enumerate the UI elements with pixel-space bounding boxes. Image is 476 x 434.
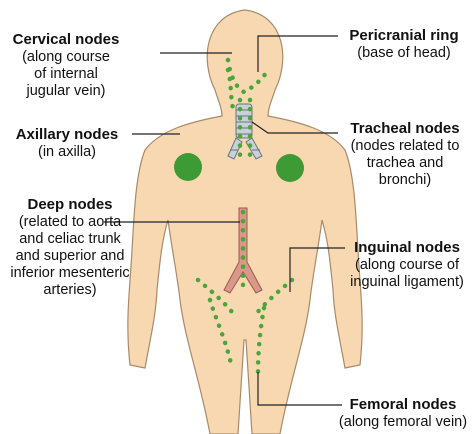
label-deep-nodes: Deep nodes (related to aorta and celiac … — [2, 196, 138, 299]
tracheal-desc-2: trachea and — [366, 155, 444, 171]
deep-title: Deep nodes — [27, 196, 113, 213]
pericranial-desc-1: (base of head) — [357, 45, 451, 61]
label-inguinal-nodes: Inguinal nodes (along course of inguinal… — [340, 239, 474, 291]
inguinal-desc-1: (along course of — [355, 257, 459, 273]
axillary-title: Axillary nodes — [15, 126, 119, 143]
label-cervical-nodes: Cervical nodes (along course of internal… — [4, 31, 128, 100]
tracheal-desc-1: (nodes related to — [350, 138, 460, 154]
leader-inguinal — [289, 247, 345, 292]
deep-desc-4: inferior mesenteric — [10, 265, 130, 281]
leader-femoral — [257, 372, 342, 406]
tracheal-chain — [237, 97, 253, 163]
label-pericranial-ring: Pericranial ring (base of head) — [340, 27, 468, 62]
inguinal-desc-2: inguinal ligament) — [350, 274, 464, 290]
tracheal-desc-3: bronchi) — [378, 172, 432, 188]
femoral-title: Femoral nodes — [349, 396, 457, 413]
axillary-desc-1: (in axilla) — [37, 144, 96, 160]
cervical-title: Cervical nodes — [12, 31, 120, 48]
pericranial-chain — [225, 57, 271, 95]
deep-desc-3: and superior and — [15, 248, 125, 264]
label-tracheal-nodes: Tracheal nodes (nodes related to trachea… — [340, 120, 470, 189]
axillary-node-left — [276, 154, 304, 182]
label-femoral-nodes: Femoral nodes (along femoral vein) — [332, 396, 474, 431]
inguinal-chain-left — [253, 277, 295, 317]
cervical-desc-2: of internal — [34, 66, 98, 82]
axillary-node-right — [174, 153, 202, 181]
deep-desc-2: and celiac trunk — [19, 231, 121, 247]
tracheal-title: Tracheal nodes — [350, 120, 460, 137]
pericranial-title: Pericranial ring — [349, 27, 459, 44]
femoral-chain-right — [207, 297, 235, 371]
femoral-desc-1: (along femoral vein) — [338, 414, 468, 430]
deep-desc-1: (related to aorta — [18, 214, 122, 230]
inguinal-title: Inguinal nodes — [354, 239, 460, 256]
cervical-desc-1: (along course — [22, 49, 110, 65]
leader-tracheal — [251, 121, 338, 134]
cervical-desc-3: jugular vein) — [26, 83, 106, 99]
deep-desc-5: arteries) — [43, 282, 97, 298]
leader-pericranial — [257, 35, 338, 72]
label-axillary-nodes: Axillary nodes (in axilla) — [4, 126, 130, 161]
